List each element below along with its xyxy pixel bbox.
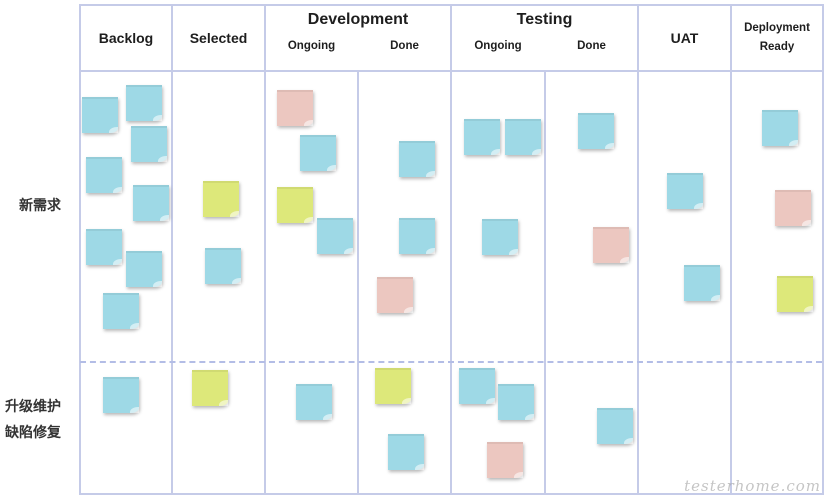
column-header-selected: Selected (189, 30, 248, 46)
sticky-note-blue[interactable] (131, 126, 167, 162)
sticky-note-pink[interactable] (377, 277, 413, 313)
sticky-note-blue[interactable] (597, 408, 633, 444)
sticky-note-green[interactable] (192, 370, 228, 406)
column-header-deployment-ready: Ready (759, 41, 795, 53)
sticky-note-pink[interactable] (775, 190, 811, 226)
column-header-development: Development (307, 11, 409, 28)
subheader-dev-done: Done (390, 40, 419, 52)
row-label-upgrade-maintenance: 升级维护 (5, 399, 61, 415)
sticky-note-blue[interactable] (667, 173, 703, 209)
subheader-test-ongoing: Ongoing (474, 40, 522, 52)
column-divider-uat (637, 4, 639, 495)
column-header-backlog: Backlog (98, 30, 154, 46)
board-border-top (79, 4, 824, 6)
sticky-note-blue[interactable] (762, 110, 798, 146)
sticky-note-blue[interactable] (498, 384, 534, 420)
sticky-note-blue[interactable] (126, 251, 162, 287)
sticky-note-green[interactable] (777, 276, 813, 312)
sticky-note-blue[interactable] (300, 135, 336, 171)
sticky-note-pink[interactable] (593, 227, 629, 263)
column-divider-dev-done (357, 71, 359, 495)
sticky-note-blue[interactable] (82, 97, 118, 133)
column-divider-development (264, 4, 266, 495)
subheader-dev-ongoing: Ongoing (287, 40, 336, 52)
subheader-test-done: Done (577, 40, 606, 52)
column-divider-testing (450, 4, 452, 495)
column-header-deployment: Deployment (744, 22, 810, 34)
sticky-note-blue[interactable] (317, 218, 353, 254)
sticky-note-pink[interactable] (277, 90, 313, 126)
sticky-note-blue[interactable] (103, 293, 139, 329)
sticky-note-blue[interactable] (86, 229, 122, 265)
column-divider-deployment (730, 4, 732, 495)
board-border-bottom (79, 493, 824, 495)
sticky-note-blue[interactable] (296, 384, 332, 420)
sticky-note-blue[interactable] (388, 434, 424, 470)
row-label-new-requirements: 新需求 (19, 198, 61, 214)
sticky-note-blue[interactable] (464, 119, 500, 155)
sticky-note-green[interactable] (375, 368, 411, 404)
swimlane-divider (80, 361, 822, 363)
sticky-note-green[interactable] (203, 181, 239, 217)
sticky-note-blue[interactable] (578, 113, 614, 149)
board-border-right (822, 4, 824, 495)
sticky-note-blue[interactable] (684, 265, 720, 301)
column-header-testing: Testing (516, 11, 573, 28)
sticky-note-blue[interactable] (399, 218, 435, 254)
column-divider-selected (171, 4, 173, 495)
sticky-note-blue[interactable] (205, 248, 241, 284)
sticky-note-blue[interactable] (126, 85, 162, 121)
sticky-note-blue[interactable] (399, 141, 435, 177)
sticky-note-pink[interactable] (487, 442, 523, 478)
header-divider (79, 70, 824, 72)
sticky-note-blue[interactable] (103, 377, 139, 413)
sticky-note-blue[interactable] (505, 119, 541, 155)
column-header-uat: UAT (670, 30, 699, 46)
sticky-note-blue[interactable] (459, 368, 495, 404)
board-border-left (79, 4, 81, 495)
sticky-note-blue[interactable] (482, 219, 518, 255)
row-label-bug-fix: 缺陷修复 (5, 425, 61, 441)
watermark: testerhome.com (684, 477, 821, 495)
sticky-note-blue[interactable] (133, 185, 169, 221)
sticky-note-green[interactable] (277, 187, 313, 223)
column-divider-test-done (544, 71, 546, 495)
sticky-note-blue[interactable] (86, 157, 122, 193)
